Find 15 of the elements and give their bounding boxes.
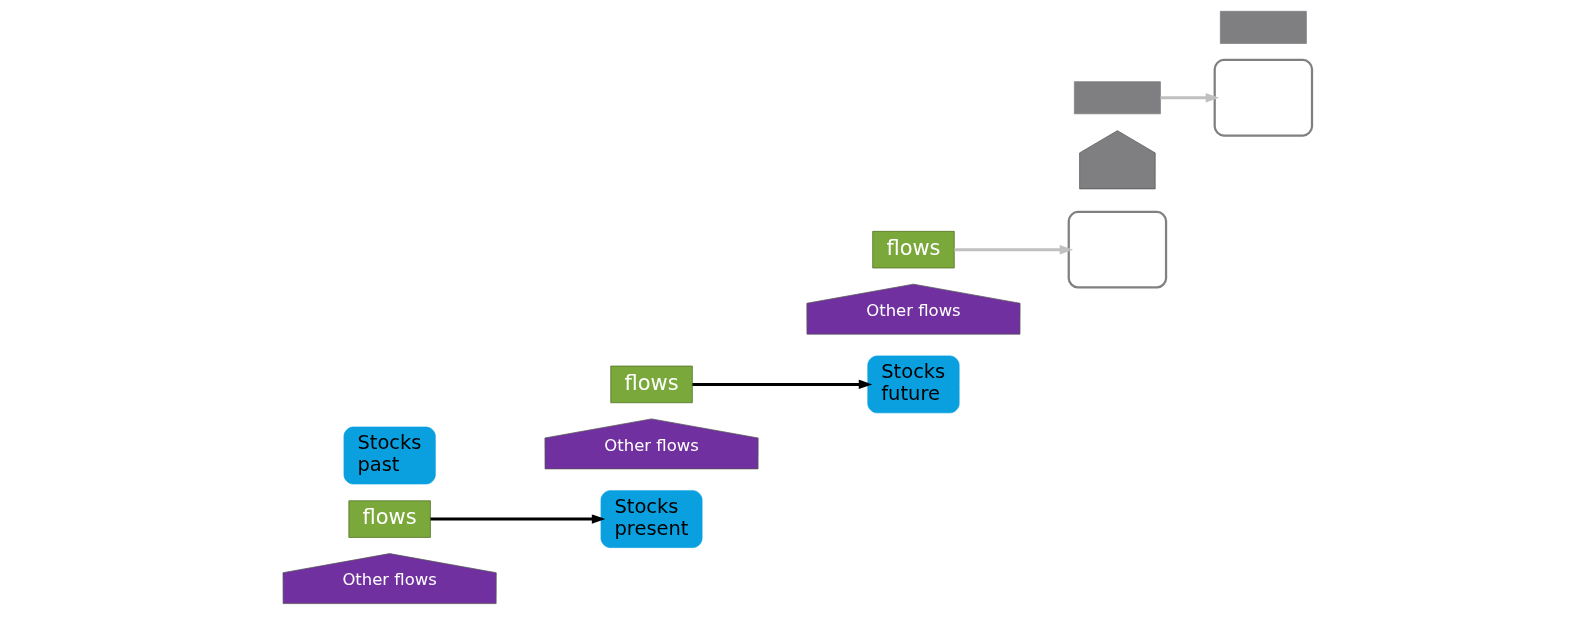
arrow xyxy=(954,244,1074,255)
node-box: Stocks future xyxy=(867,355,960,414)
arrow xyxy=(430,514,606,524)
node-box: Stocks present xyxy=(600,490,703,548)
node-box: flows xyxy=(348,500,431,538)
arrow xyxy=(692,379,873,390)
node-box: flows xyxy=(872,230,955,269)
node-box xyxy=(1213,58,1314,137)
node-box: flows xyxy=(610,365,693,404)
node-box xyxy=(1074,81,1161,115)
node-box xyxy=(1219,10,1307,44)
arrow xyxy=(1160,93,1220,103)
node-box: Stocks past xyxy=(343,426,436,485)
node-arrow xyxy=(1079,130,1156,190)
node-box xyxy=(1067,210,1168,289)
